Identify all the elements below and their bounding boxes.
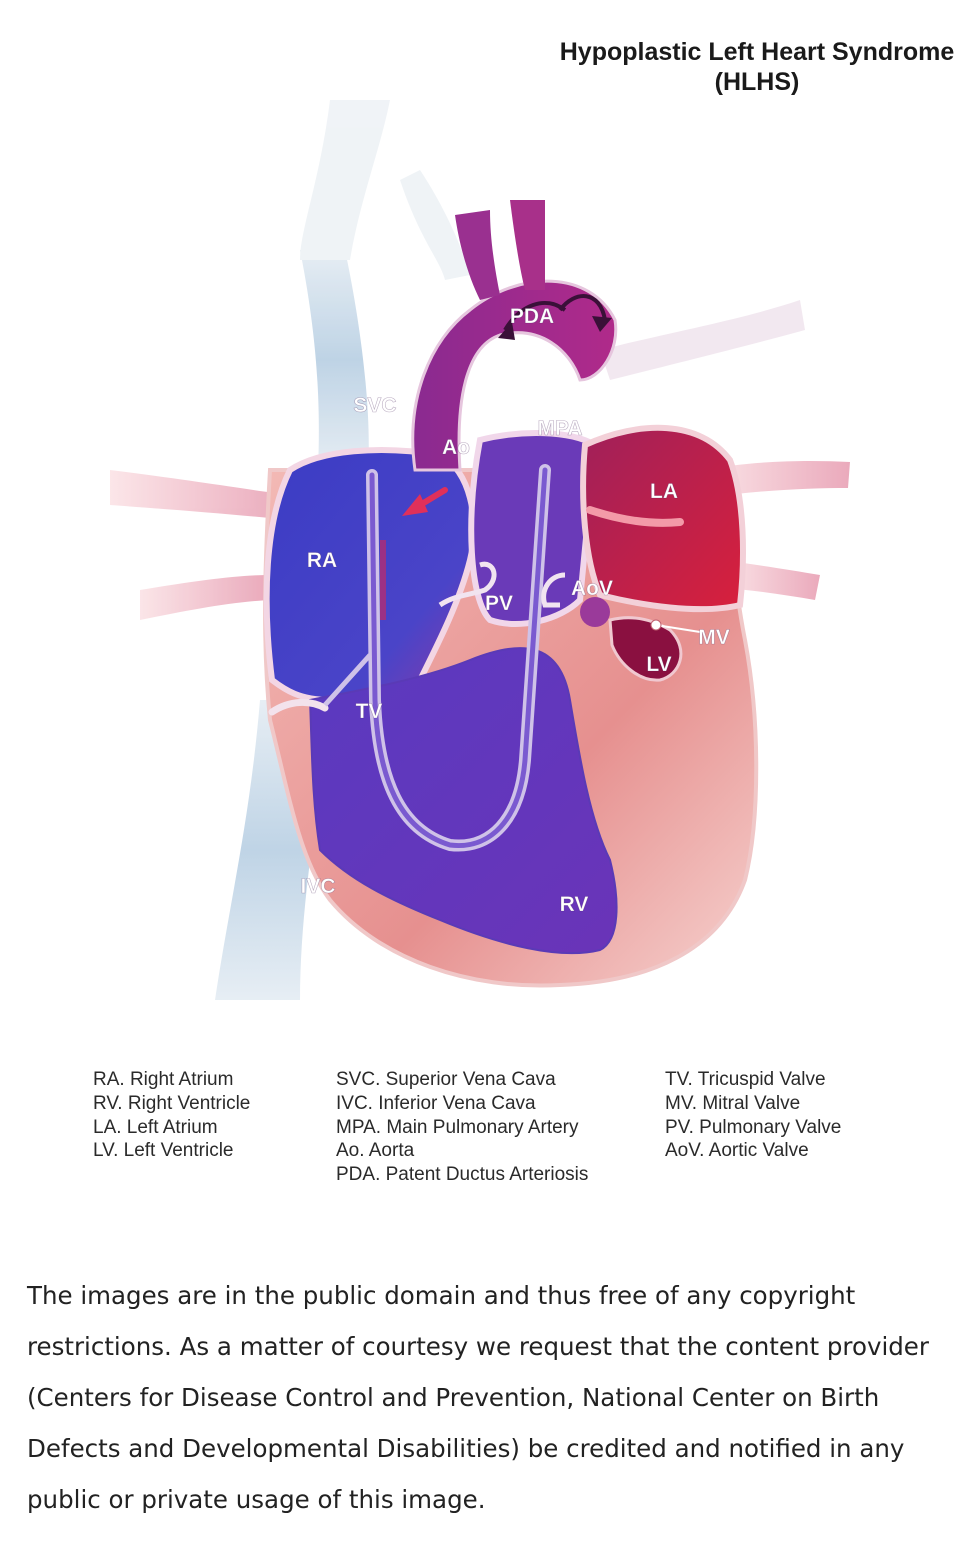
- label-rv: RV: [560, 893, 589, 916]
- label-la: LA: [650, 480, 678, 503]
- pda-flow-arrows: [498, 294, 612, 340]
- label-pda: PDA: [510, 305, 554, 328]
- label-mpa: MPA: [537, 417, 582, 440]
- legend: RA. Right Atrium RV. Right Ventricle LA.…: [93, 1069, 841, 1185]
- aortic-valve-nub: [580, 597, 610, 627]
- title-line-1: Hypoplastic Left Heart Syndrome: [560, 38, 955, 66]
- label-ra: RA: [307, 549, 337, 572]
- legend-item: SVC. Superior Vena Cava: [336, 1069, 556, 1090]
- legend-column-2: SVC. Superior Vena Cava IVC. Inferior Ve…: [336, 1069, 588, 1185]
- legend-item: MPA. Main Pulmonary Artery: [336, 1117, 579, 1138]
- legend-column-3: TV. Tricuspid Valve MV. Mitral Valve PV.…: [665, 1069, 841, 1161]
- heart-labels: PDA SVC Ao MPA LA RA PV AoV MV LV TV IVC…: [300, 305, 730, 917]
- legend-item: Ao. Aorta: [336, 1140, 415, 1161]
- aov-valve-hook: [541, 572, 566, 608]
- legend-item: MV. Mitral Valve: [665, 1093, 800, 1114]
- tricuspid-valve-hook: [268, 699, 329, 716]
- legend-item: TV. Tricuspid Valve: [665, 1069, 826, 1090]
- aorta-shape: [411, 279, 618, 472]
- label-aov: AoV: [571, 577, 613, 600]
- legend-column-1: RA. Right Atrium RV. Right Ventricle LA.…: [93, 1069, 250, 1161]
- right-ventricle-shape: [308, 647, 618, 955]
- label-tv: TV: [356, 700, 383, 723]
- title-line-2: (HLHS): [715, 68, 800, 96]
- ductus-arteriosus-shape: [455, 210, 500, 300]
- diagram-title: Hypoplastic Left Heart Syndrome (HLHS): [560, 38, 955, 96]
- label-svc: SVC: [353, 394, 396, 417]
- left-atrium-shape: [580, 424, 746, 613]
- legend-item: RA. Right Atrium: [93, 1069, 233, 1090]
- legend-item: LA. Left Atrium: [93, 1117, 218, 1138]
- label-lv: LV: [646, 653, 671, 676]
- atrial-flow-arrow: [402, 487, 448, 516]
- label-ivc: IVC: [300, 875, 335, 898]
- legend-item: PDA. Patent Ductus Arteriosis: [336, 1164, 588, 1185]
- legend-item: IVC. Inferior Vena Cava: [336, 1093, 536, 1114]
- label-ao: Ao: [442, 436, 470, 459]
- left-ventricle-shape: [608, 616, 683, 682]
- label-mv: MV: [698, 626, 730, 649]
- mitral-valve-pointer: [655, 624, 701, 633]
- label-pv: PV: [485, 592, 513, 615]
- pulmonary-valve-hook: [438, 561, 497, 608]
- legend-item: RV. Right Ventricle: [93, 1093, 250, 1114]
- legend-item: AoV. Aortic Valve: [665, 1140, 809, 1161]
- image-credit-caption: The images are in the public domain and …: [27, 1281, 929, 1514]
- mitral-valve-dot: [650, 619, 662, 631]
- legend-item: LV. Left Ventricle: [93, 1140, 234, 1161]
- hlhs-heart-diagram: Hypoplastic Left Heart Syndrome (HLHS): [93, 38, 955, 1185]
- legend-item: PV. Pulmonary Valve: [665, 1117, 841, 1138]
